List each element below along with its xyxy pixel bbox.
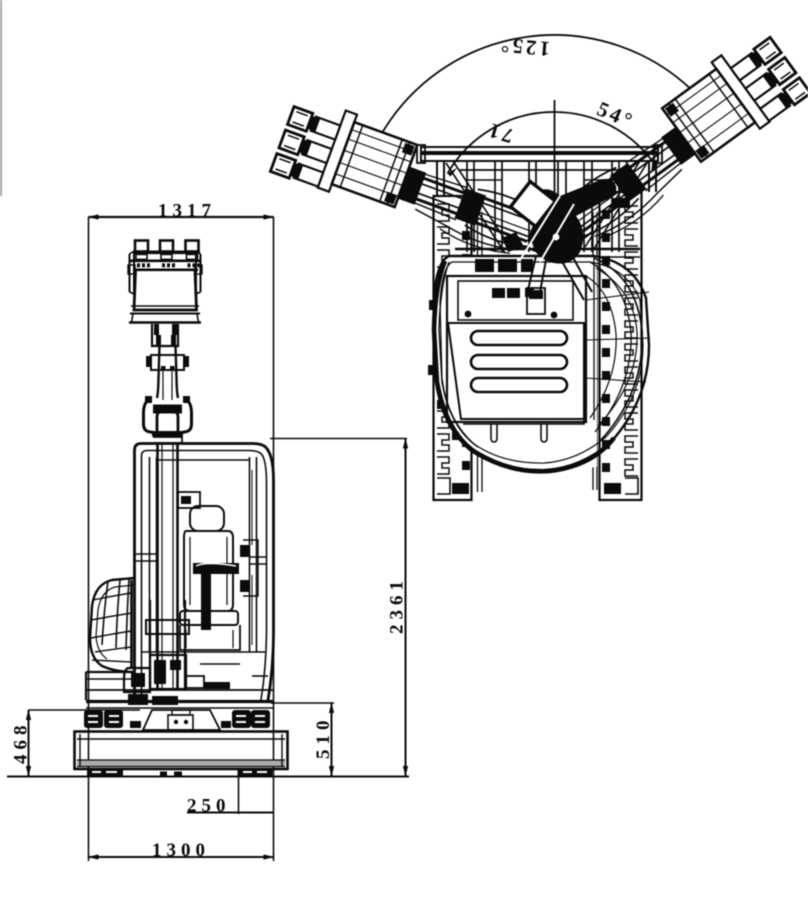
- svg-text:2361: 2361: [387, 576, 408, 634]
- svg-text:250: 250: [187, 796, 231, 817]
- svg-text:510: 510: [313, 716, 334, 760]
- svg-text:1300: 1300: [152, 840, 210, 861]
- svg-text:125°: 125°: [497, 33, 551, 61]
- svg-text:468: 468: [11, 721, 32, 765]
- svg-text:1317: 1317: [158, 201, 216, 222]
